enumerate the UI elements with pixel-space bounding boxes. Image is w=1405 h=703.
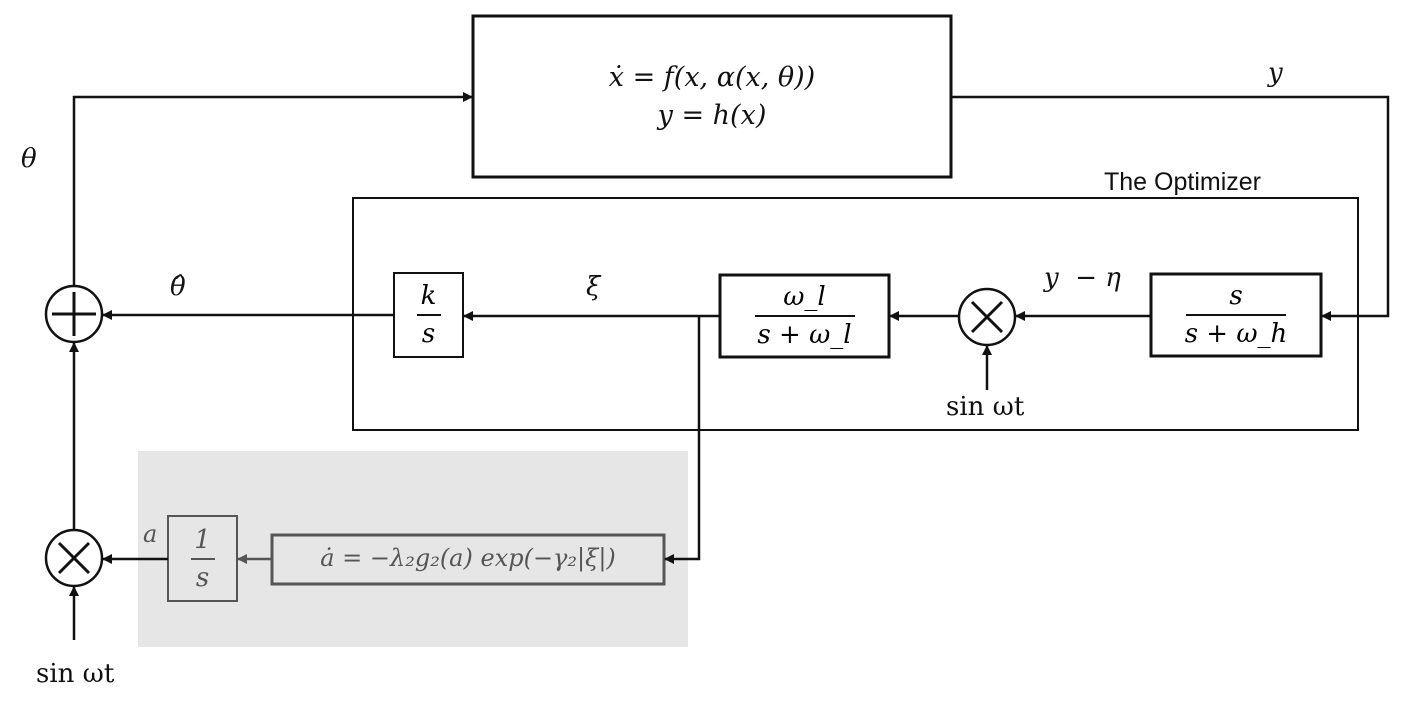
adaptation-integrator-fraction: 1 s <box>168 516 237 601</box>
highpass-numerator: s <box>1229 281 1243 311</box>
integrator-numerator: k <box>420 281 437 311</box>
lowpass-numerator: ω_l <box>783 282 826 312</box>
lowpass-denominator: s + ω_l <box>757 320 852 350</box>
plant-block <box>471 14 953 179</box>
summing-junction <box>44 284 104 344</box>
y-minus-eta-label: y − η <box>1044 263 1121 293</box>
highpass-denominator: s + ω_h <box>1184 319 1288 349</box>
y-label: y <box>1268 58 1283 88</box>
lowpass-fraction: ω_l s + ω_l <box>720 275 889 357</box>
plant-equation-1: ẋ = f(x, α(x, θ)) <box>608 62 816 93</box>
theta-hat-label: θ̂ <box>170 272 186 302</box>
signal-wires <box>69 92 1390 640</box>
highpass-fraction: s s + ω_h <box>1151 274 1321 356</box>
a-label: a <box>143 520 158 548</box>
integrator-denominator: s <box>421 319 436 349</box>
adaptation-integrator-numerator: 1 <box>194 524 211 555</box>
xi-label: ξ <box>586 272 601 302</box>
adaptation-law-equation: ȧ = −λ₂g₂(a) exp(−γ₂|ξ|) <box>320 544 616 572</box>
dither-multiplier <box>44 528 104 588</box>
adaptation-integrator-denominator: s <box>195 562 210 593</box>
adaptation-region <box>138 451 688 647</box>
optimizer-title: The Optimizer <box>1104 168 1261 196</box>
optimizer-multiplier <box>957 287 1017 347</box>
theta-label: θ <box>21 144 37 174</box>
integrator-fraction: k s <box>394 273 463 357</box>
optimizer-sin-label: sin ωt <box>946 392 1025 422</box>
plant-equation-2: y = h(x) <box>657 100 767 131</box>
bottom-sin-label: sin ωt <box>36 659 115 689</box>
